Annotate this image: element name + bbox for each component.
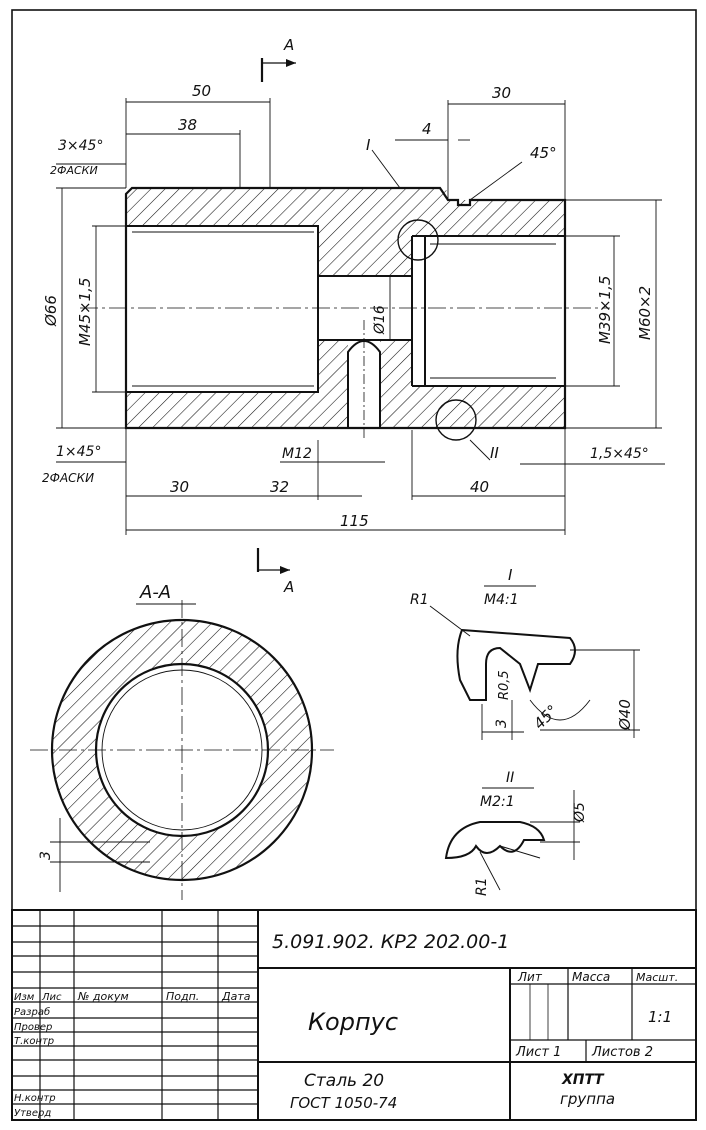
detail-II-diameter: Ø5 xyxy=(572,802,588,823)
dim-overall-length: 115 xyxy=(340,512,369,530)
dim-left-thread: M45×1,5 xyxy=(76,278,94,346)
dim-chamfer-bottom: 1×45° xyxy=(56,444,101,460)
mass-label: Масса xyxy=(572,970,610,984)
dim-chamfer-angle: 45° xyxy=(530,144,557,162)
section-mark-top: A xyxy=(283,36,294,54)
hdr-izm: Изм xyxy=(14,992,35,1003)
role-tech-control: Т.контр xyxy=(14,1036,54,1047)
part-name: Корпус xyxy=(308,1008,398,1036)
dim-chamfer-top: 3×45° xyxy=(58,138,103,154)
section-AA-title: А-А xyxy=(139,582,171,603)
detail-II-view: II M2:1 R1 Ø5 xyxy=(444,770,588,896)
detail-II-title: II xyxy=(506,770,514,786)
detail-II-radius: R1 xyxy=(474,877,490,896)
detail-I-diameter: Ø40 xyxy=(616,699,634,731)
dim-overall-top: 50 xyxy=(192,82,211,100)
org-line1: ХПТТ xyxy=(561,1072,605,1088)
detail-I-radius-inner: R0,5 xyxy=(497,670,512,700)
detail-I-view: I M4:1 R1 R0,5 3 45° Ø40 xyxy=(410,566,640,740)
body-hatch-bottom-left xyxy=(126,340,348,428)
body-hatch-top-right xyxy=(400,188,565,276)
dim-right-thread-small: M39×1,5 xyxy=(596,276,614,344)
dim-chamfer-top-note: 2ФАСКИ xyxy=(50,164,98,177)
detail-I-radius-outer: R1 xyxy=(410,592,429,608)
scale-label: Масшт. xyxy=(636,971,678,984)
detail-II-label: II xyxy=(490,444,499,462)
section-mark-bottom: A xyxy=(283,578,294,596)
dim-len-40: 40 xyxy=(470,478,489,496)
doc-number: 5.091.902. КР2 202.00-1 xyxy=(272,931,509,953)
role-checker: Провер xyxy=(14,1022,52,1033)
detail-I-title: I xyxy=(508,566,513,584)
material-line2: ГОСТ 1050-74 xyxy=(290,1094,397,1112)
section-AA: А-А 3 xyxy=(30,582,334,900)
detail-I-marker xyxy=(397,219,439,261)
sheet-frame xyxy=(11,9,697,1121)
dim-right-thread-large: M60×2 xyxy=(636,286,654,340)
dim-outer-diameter: Ø66 xyxy=(42,295,60,327)
main-view: A xyxy=(42,36,665,596)
title-block: Изм Лис № докум Подп. Дата Разраб Провер… xyxy=(11,909,697,1121)
section-AA-dim-3: 3 xyxy=(38,851,54,860)
dim-len-32: 32 xyxy=(270,478,289,496)
hdr-list: Лис xyxy=(41,992,62,1003)
dim-len-30: 30 xyxy=(170,478,189,496)
role-developer: Разраб xyxy=(14,1006,50,1018)
detail-II-scale: M2:1 xyxy=(480,794,515,810)
detail-II-marker xyxy=(435,399,477,441)
dim-chamfer-bottom-note: 2ФАСКИ xyxy=(42,471,94,485)
detail-I-scale: M4:1 xyxy=(484,592,519,608)
dim-hole-diameter: Ø16 xyxy=(372,305,388,335)
body-hatch-bottom-right xyxy=(380,340,565,428)
role-approver: Утверд xyxy=(14,1108,51,1119)
dim-chamfer-right: 1,5×45° xyxy=(590,446,649,462)
role-norm-control: Н.контр xyxy=(14,1093,56,1104)
dim-thread-length: 38 xyxy=(178,116,197,134)
material-line1: Сталь 20 xyxy=(304,1071,384,1091)
sheets-label: Листов 2 xyxy=(591,1045,653,1060)
dim-groove-offset: 4 xyxy=(422,120,432,138)
detail-I-dim-3: 3 xyxy=(494,719,510,728)
hdr-sign: Подп. xyxy=(166,990,199,1003)
detail-I-label: I xyxy=(366,136,371,154)
scale-value: 1:1 xyxy=(648,1008,672,1026)
hdr-doc-no: № докум xyxy=(77,990,129,1003)
dim-side-hole: M12 xyxy=(282,446,312,462)
dim-right-bore-depth: 30 xyxy=(492,84,511,102)
org-line2: группа xyxy=(560,1090,615,1108)
sheet-label: Лист 1 xyxy=(515,1045,561,1060)
hdr-date: Дата xyxy=(221,990,251,1003)
lit-label: Лит xyxy=(517,970,543,984)
body-hatch-top-left xyxy=(126,188,400,276)
